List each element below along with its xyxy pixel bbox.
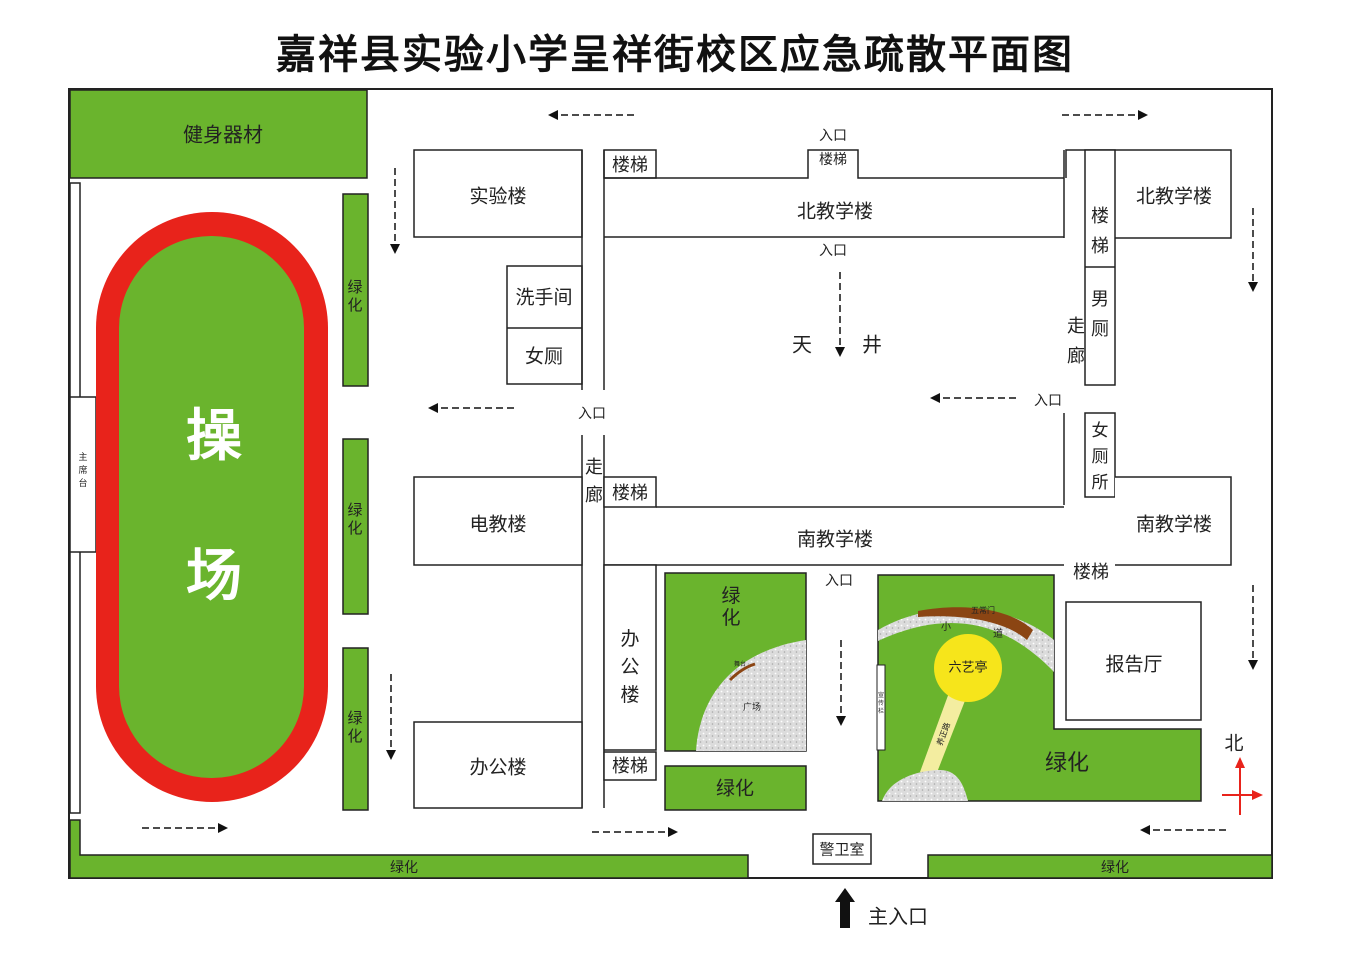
svg-text:席: 席 xyxy=(78,464,87,476)
guard-room-label: 警卫室 xyxy=(819,841,864,859)
office-building-vertical xyxy=(603,564,657,751)
garden-green xyxy=(877,574,1202,802)
green-label-1: 绿化 xyxy=(347,278,362,314)
south-east-building xyxy=(1115,476,1232,566)
west-corridor-label: 走廊 xyxy=(585,457,603,506)
womens-room-east xyxy=(1084,412,1116,498)
av-building xyxy=(413,476,583,566)
lab-building-label: 实验楼 xyxy=(469,186,526,208)
washroom-label: 洗手间 xyxy=(515,287,572,309)
playground-field xyxy=(119,236,304,778)
office-building-label: 办公楼 xyxy=(469,757,526,779)
fitness-area xyxy=(69,89,368,179)
lab-building xyxy=(413,149,583,238)
svg-text:台: 台 xyxy=(78,477,87,489)
garden-plaza xyxy=(882,770,968,801)
stage-arc xyxy=(728,662,756,682)
path-label-2: 道 xyxy=(993,627,1003,640)
compass-east-arrow xyxy=(1252,790,1263,800)
east-corridor-label: 走廊 xyxy=(1067,316,1085,367)
north-top-entrance-label: 入口 xyxy=(819,128,847,144)
green-bottom-left-label: 绿化 xyxy=(390,860,418,876)
gate-arc-label: 五常门 xyxy=(971,605,995,615)
notice-board xyxy=(876,664,886,751)
womens-room-label: 女厕 xyxy=(525,346,563,368)
path-label-1: 小 xyxy=(941,621,951,633)
south-east-building-label: 南教学楼 xyxy=(1136,514,1212,536)
yangzheng-road xyxy=(920,690,968,775)
notice-board-label: 宣传栏 xyxy=(878,691,884,715)
north-top-stairs-label: 楼梯 xyxy=(819,152,847,168)
lab-stairs-label: 楼梯 xyxy=(612,155,648,176)
north-building-label: 北教学楼 xyxy=(797,201,873,223)
plaza-label: 广场 xyxy=(743,701,761,713)
plaza xyxy=(696,640,806,751)
green-label-2: 绿化 xyxy=(347,501,362,537)
podium xyxy=(69,396,97,553)
playground-label-2: 场 xyxy=(186,544,242,609)
office-stairs-label: 楼梯 xyxy=(612,756,648,777)
pavilion-label: 六艺亭 xyxy=(948,660,987,676)
east-stairs-label: 楼梯 xyxy=(1091,206,1109,257)
av-building-label: 电教楼 xyxy=(469,514,526,536)
guard-room xyxy=(812,833,872,865)
green-strip-2 xyxy=(342,438,369,615)
lecture-hall-label: 报告厅 xyxy=(1105,654,1162,676)
green-strip-3 xyxy=(342,647,369,811)
stage-label: 舞台 xyxy=(734,660,746,668)
north-east-building-label: 北教学楼 xyxy=(1136,186,1212,208)
green-bottom-left xyxy=(69,819,749,879)
green-bottom-right xyxy=(927,854,1273,879)
courtyard-label-1: 天 xyxy=(792,333,812,357)
fitness-label: 健身器材 xyxy=(183,123,263,147)
west-entrance-label: 入口 xyxy=(578,406,606,422)
courtyard-label-2: 井 xyxy=(862,333,882,357)
north-building-top-edge xyxy=(604,149,1064,179)
green-small xyxy=(664,765,807,811)
green-bottom-right-label: 绿化 xyxy=(1101,860,1129,876)
office-vertical-label: 办公楼 xyxy=(620,628,639,706)
plaza-green-label: 绿化 xyxy=(721,585,740,629)
green-strip-1 xyxy=(342,193,369,387)
office-building xyxy=(413,721,583,809)
compass-north-label: 北 xyxy=(1224,733,1243,755)
mens-room-label: 男厕 xyxy=(1091,289,1109,340)
playground-label-1: 操 xyxy=(186,404,242,469)
gate-arc xyxy=(918,607,1033,640)
womens-room-east-label: 女厕所 xyxy=(1092,421,1109,493)
green-small-label: 绿化 xyxy=(716,778,754,800)
north-bottom-entrance-label: 入口 xyxy=(819,243,847,259)
green-label-3: 绿化 xyxy=(347,709,362,745)
main-entrance-label: 主入口 xyxy=(868,905,928,929)
lecture-hall xyxy=(1065,601,1202,721)
office-stairs xyxy=(603,751,657,781)
east-entrance-label: 入口 xyxy=(1034,393,1062,409)
compass-north-arrow xyxy=(1235,757,1245,768)
washroom-block xyxy=(506,265,583,385)
map-title: 嘉祥县实验小学呈祥街校区应急疏散平面图 xyxy=(276,32,1074,78)
south-entrance-label: 入口 xyxy=(825,573,853,589)
av-stairs-label: 楼梯 xyxy=(612,483,648,504)
pavilion xyxy=(934,634,1002,702)
evacuation-routes xyxy=(142,110,1258,837)
lab-stairs xyxy=(603,149,657,179)
main-entrance-arrow xyxy=(835,888,855,928)
garden-green-label: 绿化 xyxy=(1045,751,1089,776)
av-stairs xyxy=(603,476,657,508)
south-building-label: 南教学楼 xyxy=(797,529,873,551)
podium-label: 主 席 台 xyxy=(78,451,87,489)
svg-text:主: 主 xyxy=(78,451,87,463)
south-east-stairs-label: 楼梯 xyxy=(1073,562,1109,583)
